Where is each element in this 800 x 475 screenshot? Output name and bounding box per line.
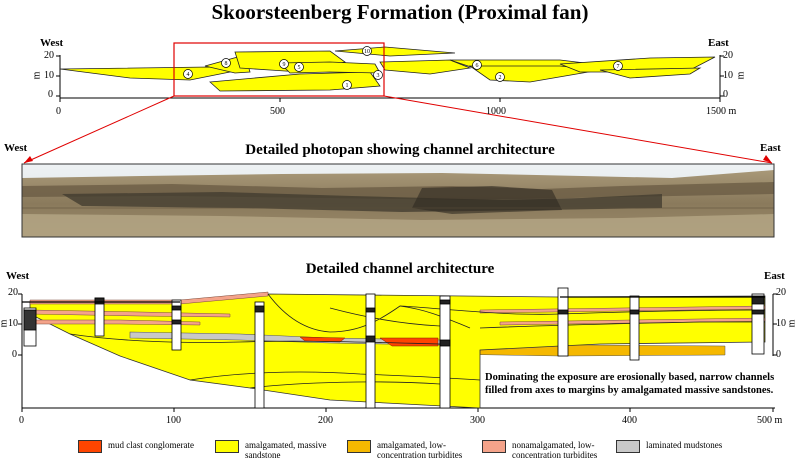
- channel-number-10: 10: [364, 49, 370, 55]
- top-xtick-1000: 1000: [486, 106, 506, 117]
- top-ytick-10-right: 10: [723, 70, 733, 81]
- bottom-ytick-10-left: 10: [8, 318, 18, 329]
- top-xtick-500: 500: [270, 106, 285, 117]
- bottom-note: Dominating the exposure are erosionally …: [485, 371, 785, 397]
- legend-swatch-mud-clast: [78, 440, 102, 453]
- channel-number-7: 7: [617, 64, 620, 70]
- measured-section-logs: [23, 287, 765, 409]
- top-channel-bodies: [59, 46, 716, 92]
- photo-east-label: East: [760, 142, 781, 154]
- legend-label-nonamalgamated-turbidites: nonamalgamated, low-concentration turbid…: [512, 440, 598, 460]
- page-title: Skoorsteenberg Formation (Proximal fan): [211, 0, 589, 24]
- bottom-xtick-200: 200: [318, 415, 333, 426]
- legend-swatch-amalgamated-turbidites: [347, 440, 371, 453]
- legend-swatch-nonamalgamated-turbidites: [482, 440, 506, 453]
- channel-number-circles: [183, 46, 623, 90]
- top-west-label: West: [40, 37, 64, 49]
- channel-number-9: 9: [283, 62, 286, 68]
- top-ytick-20-right: 20: [723, 50, 733, 61]
- bottom-xtick-400: 400: [622, 415, 637, 426]
- photo-title: Detailed photopan showing channel archit…: [245, 142, 555, 158]
- legend-label-laminated-mudstones: laminated mudstones: [646, 440, 723, 450]
- bottom-cross-section: [18, 287, 777, 412]
- channel-number-5: 5: [298, 65, 301, 71]
- legend-label-amalgamated-turbidites: amalgamated, low-concentration turbidite…: [377, 440, 463, 460]
- top-xtick-1500: 1500 m: [706, 106, 737, 117]
- zoom-line-left: [23, 95, 175, 164]
- top-cross-section: 1 2 3 4 5 6 7 8 9 10: [23, 42, 773, 164]
- legend-label-massive-sandstone: amalgamated, massive sandstone: [245, 440, 327, 460]
- channel-number-6: 6: [476, 63, 479, 69]
- bottom-xtick-0: 0: [19, 415, 24, 426]
- mud-clast-lenses: [299, 336, 439, 347]
- bottom-ytick-20-right: 20: [776, 287, 786, 298]
- bottom-ytick-10-right: 10: [776, 318, 786, 329]
- bottom-xtick-300: 300: [470, 415, 485, 426]
- channel-number-3: 3: [377, 73, 380, 79]
- bottom-ytick-20-left: 20: [8, 287, 18, 298]
- bottom-ytick-0-right: 0: [776, 349, 781, 360]
- photo-west-label: West: [4, 142, 28, 154]
- top-xtick-0: 0: [56, 106, 61, 117]
- bottom-ytick-0-left: 0: [12, 349, 17, 360]
- channel-number-4: 4: [187, 72, 190, 78]
- channel-number-8: 8: [225, 61, 228, 67]
- top-ytick-10-left: 10: [44, 70, 54, 81]
- top-east-label: East: [708, 37, 729, 49]
- legend-swatch-laminated-mudstones: [616, 440, 640, 453]
- legend-label-mud-clast: mud clast conglomerate: [108, 440, 194, 450]
- channel-number-2: 2: [499, 75, 502, 81]
- top-ytick-0-right: 0: [723, 89, 728, 100]
- zoom-line-right: [383, 95, 773, 164]
- top-ytick-20-left: 20: [44, 50, 54, 61]
- bottom-west-label: West: [6, 270, 30, 282]
- bottom-east-label: East: [764, 270, 785, 282]
- top-ytick-0-left: 0: [48, 89, 53, 100]
- bottom-xtick-500: 500 m: [757, 415, 783, 426]
- channel-number-1: 1: [346, 83, 349, 89]
- bottom-title: Detailed channel architecture: [305, 261, 495, 277]
- photopan-image: [21, 163, 775, 238]
- legend-swatch-massive-sandstone: [215, 440, 239, 453]
- zoom-box: [173, 42, 385, 97]
- bottom-xtick-100: 100: [166, 415, 181, 426]
